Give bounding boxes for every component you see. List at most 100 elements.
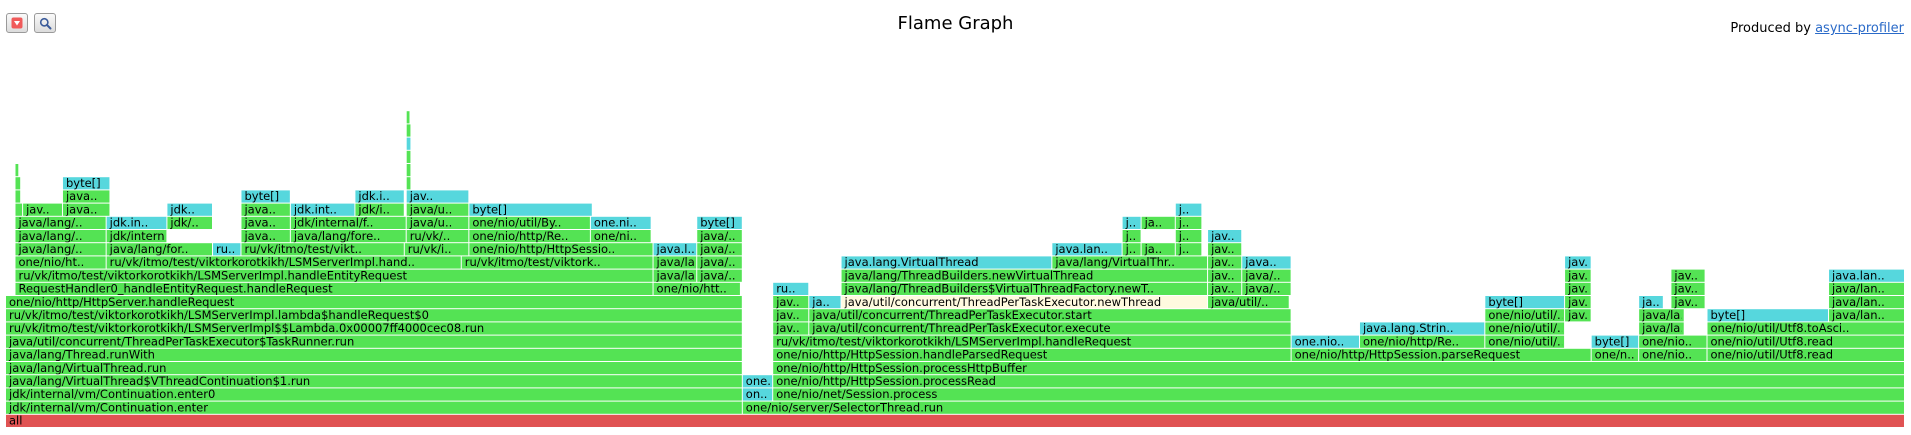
frame[interactable] xyxy=(15,177,21,190)
frame[interactable]: java/u.. xyxy=(406,216,469,230)
frame[interactable]: jav.. xyxy=(1208,242,1242,256)
frame[interactable]: java/.. xyxy=(1242,282,1291,296)
frame[interactable]: byte[] xyxy=(1485,295,1565,309)
frame[interactable]: java.. xyxy=(62,189,110,203)
frame-bar[interactable] xyxy=(1141,216,1175,229)
frame[interactable]: ja.. xyxy=(1141,242,1175,256)
frame-bar[interactable] xyxy=(653,269,697,282)
frame[interactable]: one/nio/util/Utf8.read xyxy=(1707,348,1904,362)
frame[interactable]: java.. xyxy=(1242,255,1291,269)
frame[interactable]: java.. xyxy=(241,216,290,230)
frame-bar[interactable] xyxy=(1829,269,1904,282)
frame-bar[interactable] xyxy=(406,203,469,216)
frame[interactable]: jdk/internal/vm/Continuation.enter xyxy=(6,400,742,414)
frame[interactable]: on.. xyxy=(742,387,773,401)
frame[interactable]: java/.. xyxy=(697,242,742,256)
frame[interactable] xyxy=(406,124,411,137)
frame[interactable]: jdk/internal/f.. xyxy=(290,216,406,230)
frame-bar[interactable] xyxy=(742,388,773,401)
frame-bar[interactable] xyxy=(241,243,404,256)
frame[interactable]: java/lang/.. xyxy=(15,242,106,256)
frame-bar[interactable] xyxy=(1707,335,1904,348)
frame[interactable]: one/nio/http/HttpSession.parseRequest xyxy=(1291,348,1591,362)
frame[interactable]: one/nio/net/Session.process xyxy=(773,387,1904,401)
async-profiler-link[interactable]: async-profiler xyxy=(1815,21,1904,36)
frame[interactable]: jav.. xyxy=(23,202,62,216)
frame-bar[interactable] xyxy=(1639,296,1663,309)
frame[interactable]: java/lang/S.. xyxy=(653,268,728,282)
frame[interactable]: jav.. xyxy=(773,295,809,309)
frame-bar[interactable] xyxy=(1485,322,1565,335)
frame[interactable]: ja.. xyxy=(1141,216,1175,230)
frame-bar[interactable] xyxy=(1052,256,1208,269)
frame-bar[interactable] xyxy=(773,322,809,335)
frame[interactable]: java/util/concurrent/ThreadPerTaskExecut… xyxy=(6,334,742,348)
frame-bar[interactable] xyxy=(62,190,110,203)
frame-bar[interactable] xyxy=(62,203,110,216)
frame-bar[interactable] xyxy=(1565,256,1591,269)
frame-bar[interactable] xyxy=(406,230,469,243)
frame[interactable] xyxy=(406,137,411,150)
frame[interactable] xyxy=(406,150,411,163)
frame-bar[interactable] xyxy=(1122,243,1141,256)
frame-bar[interactable] xyxy=(6,335,742,348)
frame[interactable]: j.. xyxy=(1175,242,1202,256)
frame[interactable]: java/.. xyxy=(697,255,742,269)
frame-bar[interactable] xyxy=(1291,348,1591,361)
frame-bar[interactable] xyxy=(1485,296,1565,309)
frame-bar[interactable] xyxy=(461,256,653,269)
frame-bar[interactable] xyxy=(6,375,742,388)
frame[interactable]: jav.. xyxy=(406,189,469,203)
frame-bar[interactable] xyxy=(1175,216,1202,229)
frame-bar[interactable] xyxy=(290,216,406,229)
frame-bar[interactable] xyxy=(773,282,809,295)
frame-bar[interactable] xyxy=(1671,282,1705,295)
frame[interactable]: one/nio/http/Re.. xyxy=(469,229,590,243)
frame-bar[interactable] xyxy=(1591,348,1639,361)
frame[interactable]: ru/vk/itmo/test/viktorkorotkikh/LSMServe… xyxy=(15,268,653,282)
frame[interactable]: ru/vk/itmo/test/viktorkorotkikh/LSMServe… xyxy=(6,308,742,322)
frame[interactable]: jdk/i.. xyxy=(355,202,404,216)
frame-bar[interactable] xyxy=(6,414,1904,427)
frame[interactable]: one/nio/http/Re.. xyxy=(1359,334,1485,348)
frame[interactable] xyxy=(15,164,19,177)
frame[interactable]: java/util/concurrent/ThreadPerTaskExecut… xyxy=(809,308,1291,322)
frame-bar[interactable] xyxy=(469,243,653,256)
frame[interactable]: jav.. xyxy=(773,308,809,322)
frame-bar[interactable] xyxy=(841,296,1208,309)
frame[interactable]: java.. xyxy=(241,202,290,216)
frame-bar[interactable] xyxy=(590,216,651,229)
frame-bar[interactable] xyxy=(106,243,212,256)
frame[interactable]: ru/vk/itmo/test/viktorkorotkikh/LSMServe… xyxy=(6,321,742,335)
frame-bar[interactable] xyxy=(841,282,1208,295)
frame[interactable]: byte[] xyxy=(62,176,110,190)
frame[interactable]: ru.. xyxy=(773,282,809,296)
frame[interactable]: java/lan.. xyxy=(1829,295,1904,309)
frame-bar[interactable] xyxy=(1208,256,1242,269)
frame[interactable]: one.. xyxy=(742,374,775,388)
frame[interactable]: java/lang/ThreadBuilders$VirtualThreadFa… xyxy=(841,282,1208,296)
frame[interactable]: ru/vk/i.. xyxy=(404,242,469,256)
frame[interactable]: one/nio.. xyxy=(1639,334,1707,348)
frame-bar[interactable] xyxy=(469,216,590,229)
frame[interactable] xyxy=(406,177,411,190)
frame-bar[interactable] xyxy=(742,375,773,388)
frame[interactable]: jdk/.. xyxy=(167,216,212,230)
frame-bar[interactable] xyxy=(290,230,406,243)
frame[interactable]: one/n.. xyxy=(1591,348,1639,362)
frame[interactable]: java/.. xyxy=(697,268,742,282)
frame-bar[interactable] xyxy=(1242,282,1291,295)
frame[interactable]: one/nio/http/HttpSession.processHttpBuff… xyxy=(773,361,1904,375)
frame[interactable]: one.ni.. xyxy=(590,216,651,230)
frame-bar[interactable] xyxy=(1485,309,1565,322)
frame[interactable]: one/nio/util/Utf8.toAsci.. xyxy=(1707,321,1904,335)
frame[interactable]: one/nio/server/SelectorThread.run xyxy=(742,400,1904,414)
frame[interactable]: one/nio.. xyxy=(1639,348,1707,362)
frame-bar[interactable] xyxy=(1122,216,1141,229)
frame-bar[interactable] xyxy=(1829,282,1904,295)
frame-bar[interactable] xyxy=(1639,309,1684,322)
frame[interactable]: jav.. xyxy=(1208,282,1242,296)
frame[interactable]: jdk/internal/.. xyxy=(106,229,186,243)
frame[interactable]: java.lan.. xyxy=(1052,242,1122,256)
frame[interactable]: byte[] xyxy=(241,189,290,203)
